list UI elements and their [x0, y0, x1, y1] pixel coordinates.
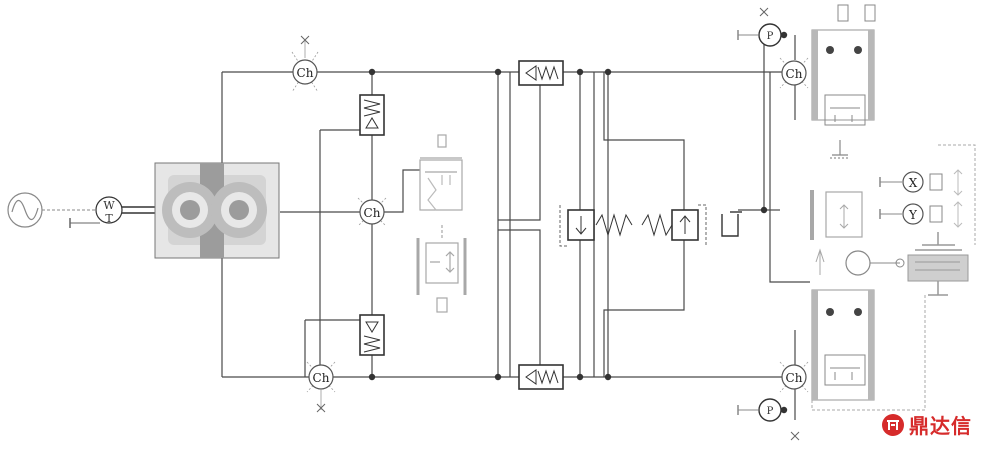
svg-text:X: X [909, 176, 918, 190]
svg-text:Ch: Ch [786, 371, 803, 385]
svg-text:Ch: Ch [786, 67, 803, 81]
chamber-node-top-right: Ch [779, 57, 809, 89]
watermark-text: 鼎达信 [909, 414, 972, 438]
pressure-sensor-bottom: P [737, 398, 782, 422]
svg-text:P: P [767, 406, 774, 417]
actuator-center-upper [419, 134, 463, 211]
brand-logo-icon [882, 413, 904, 436]
svg-text:Y: Y [908, 208, 918, 222]
svg-text:T: T [105, 212, 113, 225]
relief-valve-right [641, 204, 707, 246]
tank-symbol [721, 211, 742, 237]
pressure-sensor-top: P [737, 23, 782, 47]
svg-text:Ch: Ch [313, 371, 330, 385]
chamber-node-middle: Ch [357, 197, 387, 227]
check-valve-top [518, 60, 564, 86]
junction-dots [368, 31, 788, 414]
actuator-right-top [811, 4, 876, 159]
chamber-node-bottom-right: Ch [779, 361, 809, 393]
chamber-node-top-left: Ch [291, 40, 319, 93]
check-valve-bottom [518, 364, 564, 390]
svg-text:P: P [767, 31, 774, 42]
svg-text:Ch: Ch [364, 206, 381, 220]
torque-sensor: W T [69, 196, 155, 228]
svg-text:W: W [103, 199, 115, 212]
gear-pump [154, 162, 280, 259]
y-sensor: Y [879, 201, 963, 228]
relief-valve-left [559, 205, 633, 247]
check-valve-lower [359, 314, 385, 356]
svg-text:Ch: Ch [297, 66, 314, 80]
actuator-right-middle [810, 190, 905, 276]
sine-source [7, 192, 95, 228]
actuator-center-lower [416, 225, 467, 313]
actuator-right-bottom [811, 289, 926, 411]
watermark: 鼎达信 [881, 410, 972, 439]
x-sensor: X [879, 169, 963, 196]
load-assembly [907, 144, 976, 296]
check-valve-upper [359, 94, 385, 136]
chamber-node-bottom-left: Ch [306, 361, 336, 410]
vent-markers [300, 7, 800, 441]
